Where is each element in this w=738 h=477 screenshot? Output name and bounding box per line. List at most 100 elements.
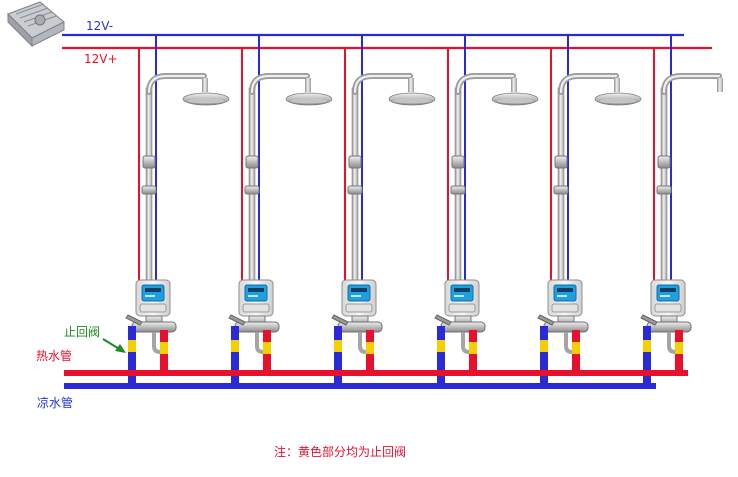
cold-inlet-pipe [540,326,548,340]
meter-screen-text [145,295,155,297]
cold-inlet-pipe [437,352,445,386]
faucet-lever [331,314,349,326]
check-valve-hot [675,342,683,354]
meter-screen-digits [351,288,367,292]
shower-arm-highlight [353,74,412,94]
shower-head-stem [511,78,517,92]
cold-inlet-pipe [437,326,445,340]
faucet-lever [537,314,555,326]
meter-screen-digits [660,288,676,292]
meter-base [551,303,579,313]
meter-screen-digits [248,288,264,292]
pole-bracket [348,155,362,169]
check-valve-hot [572,342,580,354]
shower-unit [228,73,333,386]
faucet-spout [358,332,368,354]
faucet-lever [228,314,246,326]
negative-wire-label: 12V- [86,19,114,33]
faucet-lever [640,314,658,326]
handset-holder [347,185,363,195]
hot-inlet-pipe [366,354,374,374]
shower-head-face [600,98,636,104]
check-valve-cold [334,340,342,352]
shower-unit [640,73,723,386]
hot-pipe-label: 热水管 [36,349,73,363]
faucet-spout [564,332,574,354]
shower-unit [434,73,539,386]
cold-inlet-pipe [334,326,342,340]
shower-head-face [291,98,327,104]
hot-inlet-pipe [160,354,168,374]
meter-base [345,303,373,313]
cold-pipe-label: 凉水管 [37,396,74,410]
shower-head-face [497,98,533,104]
check-valve-cold [540,340,548,352]
shower-arm-highlight [456,74,515,94]
hot-inlet-pipe [366,330,374,342]
check-valve-cold [437,340,445,352]
meter-screen-text [557,295,567,297]
hot-water-pipe [64,370,688,376]
cold-inlet-pipe [643,326,651,340]
hot-inlet-pipe [469,330,477,342]
hot-inlet-pipe [263,330,271,342]
handset-holder [141,185,157,195]
cold-inlet-pipe [540,352,548,386]
power-supply-icon [7,1,65,48]
shower-unit [331,73,436,386]
check-valve-cold [128,340,136,352]
hot-inlet-pipe [675,354,683,374]
meter-screen-text [351,295,361,297]
check-valve-hot [366,342,374,354]
hot-inlet-pipe [469,354,477,374]
check-valve-cold [643,340,651,352]
meter-display [656,284,680,302]
meter-display [347,284,371,302]
diagram-note: 注：黄色部分均为止回阀 [273,445,406,459]
cold-inlet-pipe [231,352,239,386]
meter-screen-text [660,295,670,297]
faucet-spout [667,332,677,354]
faucet-lever [434,314,452,326]
pole-bracket [451,155,465,169]
riser-pole [557,87,565,281]
shower-unit [537,73,642,386]
shower-arm-highlight [147,74,206,94]
meter-screen-digits [145,288,161,292]
check-valve-arrow [102,338,126,353]
shower-head-stem [202,78,208,92]
faucet-spout [152,332,162,354]
meter-display [244,284,268,302]
cold-inlet-pipe [643,352,651,386]
cold-inlet-pipe [128,352,136,386]
check-valve-hot [263,342,271,354]
shower-head-stem [717,78,723,92]
shower-units [125,73,723,386]
pole-bracket [554,155,568,169]
positive-wire-label: 12V+ [84,52,118,66]
pole-bracket [245,155,259,169]
meter-display [141,284,165,302]
hot-inlet-pipe [675,330,683,342]
meter-screen-digits [557,288,573,292]
meter-screen-text [454,295,464,297]
check-valve-hot [160,342,168,354]
handset-holder [244,185,260,195]
shower-head-stem [305,78,311,92]
check-valve-hot [469,342,477,354]
pole-bracket [657,155,671,169]
riser-pole [145,87,153,281]
meter-display [553,284,577,302]
riser-pole [248,87,256,281]
riser-pole [351,87,359,281]
meter-base [654,303,682,313]
riser-pole [454,87,462,281]
handset-holder [450,185,466,195]
shower-arm-highlight [559,74,618,94]
water-pipes [64,370,688,389]
pole-bracket [142,155,156,169]
shower-unit [125,73,230,386]
handset-holder [553,185,569,195]
riser-pole [660,87,668,281]
